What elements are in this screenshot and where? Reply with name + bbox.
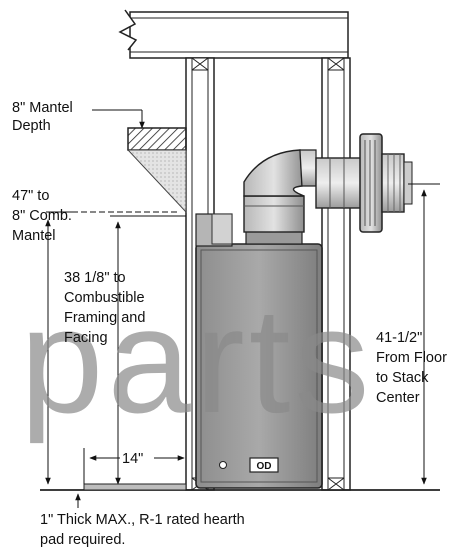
combustible-framing-label: 38 1/8" to Combustible Framing and Facin… [64,270,145,346]
hearth-pad-label: 1" Thick MAX., R-1 rated hearth pad requ… [40,512,245,548]
hearth-dimension [83,448,185,484]
mantel [126,127,187,214]
framing-line-3: Framing and [64,310,145,326]
comb-mantel-line-3: Mantel [12,228,56,244]
stack-center-line-2: From Floor [376,350,447,366]
heater-cabinet [195,213,323,489]
stack-center-dimension [408,183,440,485]
framing-dimension [110,215,186,485]
stack-center-label: 41-1/2" From Floor to Stack Center [376,330,447,406]
stack-center-line-1: 41-1/2" [376,330,422,346]
comb-mantel-line-1: 47" to [12,188,49,204]
framing-line-2: Combustible [64,290,145,306]
comb-mantel-dimension [45,211,180,485]
hearth-pad-line-1: 1" Thick MAX., R-1 rated hearth [40,512,245,528]
mantel-depth-leader [92,109,145,129]
ceiling-beam [118,9,349,59]
watermark: parts [20,276,373,444]
comb-mantel-label: 47" to 8" Comb. Mantel [12,188,72,244]
mantel-depth-label: 8" Mantel Depth [12,100,73,134]
hearth-width-label: 14" [122,451,143,467]
hearth-pad [83,483,187,491]
framing-line-1: 38 1/8" to [64,270,126,286]
vent-terminal [359,133,413,233]
comb-mantel-line-2: 8" Comb. [12,208,72,224]
stack-center-line-4: Center [376,390,420,406]
framing-line-4: Facing [64,330,108,346]
hearth-pad-line-2: pad required. [40,532,125,548]
mantel-depth-line-2: Depth [12,118,51,134]
vent-pipe [243,149,367,233]
stack-center-line-3: to Stack [376,370,429,386]
mantel-depth-line-1: 8" Mantel [12,100,73,116]
control-panel: OD [219,457,279,473]
control-panel-label: OD [257,461,272,472]
